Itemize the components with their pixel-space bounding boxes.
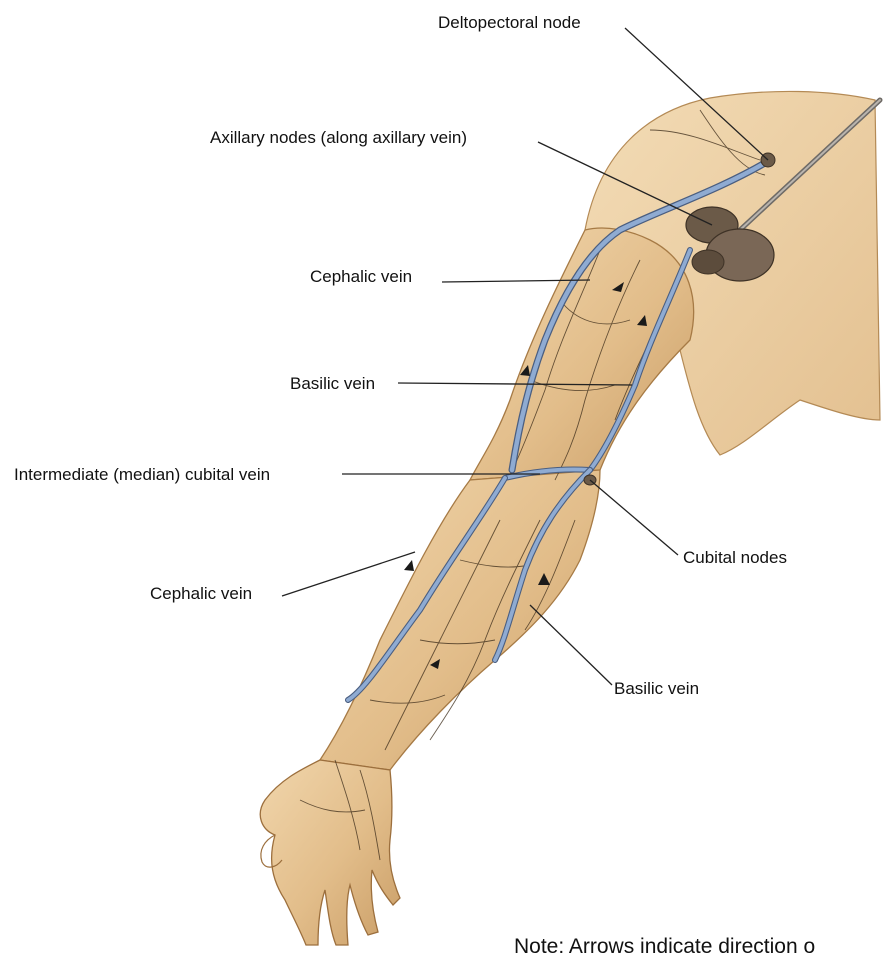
label-basilic-vein-lower: Basilic vein xyxy=(614,680,699,697)
leader-cephalic-lower xyxy=(282,552,415,596)
label-basilic-vein-upper: Basilic vein xyxy=(290,375,375,392)
label-intermediate-cubital-vein: Intermediate (median) cubital vein xyxy=(14,466,270,483)
note-text: Note: Arrows indicate direction o xyxy=(514,936,815,957)
leader-basilic-lower xyxy=(530,605,612,685)
label-cephalic-vein-upper: Cephalic vein xyxy=(310,268,412,285)
arrow-icon xyxy=(404,560,414,571)
label-cubital-nodes: Cubital nodes xyxy=(683,549,787,566)
leader-cubital xyxy=(590,480,678,555)
label-axillary-nodes: Axillary nodes (along axillary vein) xyxy=(210,129,467,146)
forearm xyxy=(320,470,600,770)
label-cephalic-vein-lower: Cephalic vein xyxy=(150,585,252,602)
label-deltopectoral-node: Deltopectoral node xyxy=(438,14,581,31)
